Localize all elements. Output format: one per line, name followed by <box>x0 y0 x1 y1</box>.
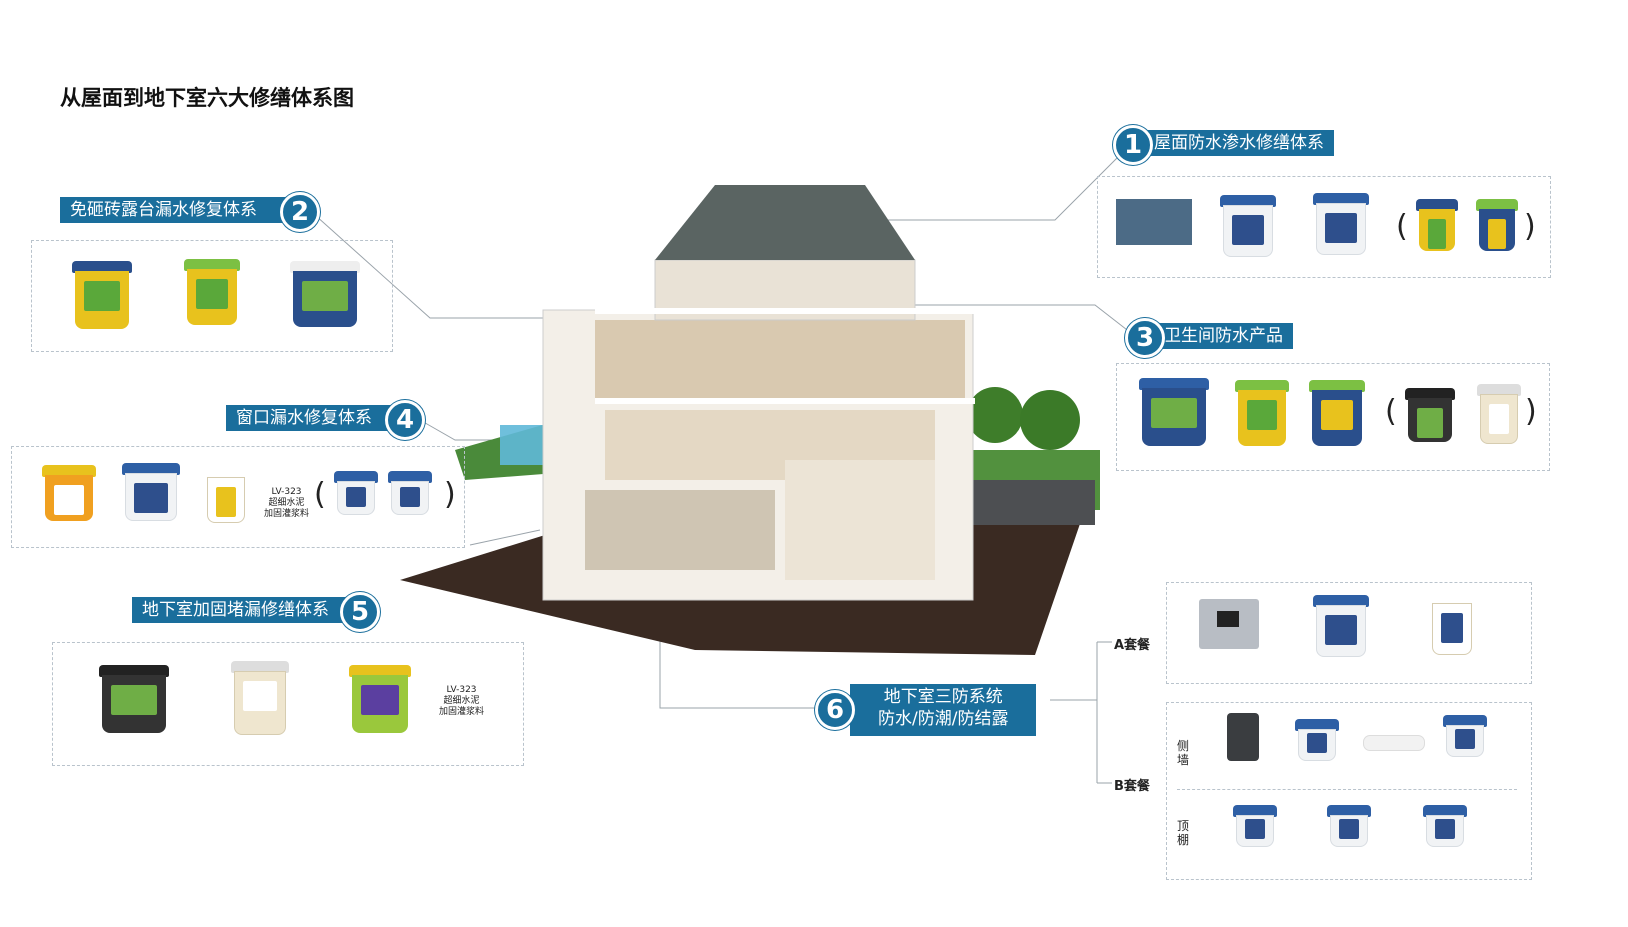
system-6-label-line1: 地下室三防系统 <box>883 687 1003 707</box>
side-wall-label: 侧墙 <box>1177 739 1190 767</box>
package-a-products <box>1166 582 1532 684</box>
system-6-badge: 6 <box>815 690 855 730</box>
product-bucket <box>1423 805 1467 847</box>
product-bucket <box>1327 805 1371 847</box>
bracket-open: ( <box>1385 394 1397 429</box>
dehumidifier-device <box>1227 713 1259 761</box>
product-bucket <box>1476 199 1518 251</box>
product-bucket <box>1405 388 1455 442</box>
product-bucket <box>204 467 248 523</box>
product-bucket <box>1443 715 1487 757</box>
membrane-roll <box>1363 735 1425 751</box>
system-6-label-line2: 防水/防潮/防结露 <box>878 709 1009 729</box>
system-2-label: 免砸砖露台漏水修复体系 <box>60 197 297 223</box>
house-cutaway-illustration <box>400 185 1100 655</box>
system-3-products: ( ) <box>1116 363 1550 471</box>
system-2-products <box>31 240 393 352</box>
product-bucket <box>1416 199 1458 251</box>
product-bucket <box>388 471 432 515</box>
bracket-open: ( <box>1396 209 1408 244</box>
divider <box>1177 789 1517 790</box>
product-bucket <box>1477 384 1521 444</box>
system-6-label: 地下室三防系统 防水/防潮/防结露 <box>850 684 1037 736</box>
bracket-close: ) <box>444 477 456 512</box>
system-5-badge: 5 <box>340 592 380 632</box>
bracket-close: ) <box>1525 394 1537 429</box>
product-bucket <box>122 463 180 521</box>
package-b-label: B套餐 <box>1114 779 1150 794</box>
product-bucket <box>1233 805 1277 847</box>
bracket-close: ) <box>1524 209 1536 244</box>
page-title: 从屋面到地下室六大修缮体系图 <box>60 86 354 110</box>
product-bucket <box>334 471 378 515</box>
system-5-label: 地下室加固堵漏修缮体系 <box>132 597 369 623</box>
product-bucket <box>1139 378 1209 446</box>
system-4-badge: 4 <box>385 400 425 440</box>
system-3-label: 卫生间防水产品 <box>1150 323 1293 349</box>
product-bucket <box>1295 719 1339 761</box>
membrane-product <box>1116 199 1192 245</box>
ceiling-label: 顶棚 <box>1177 819 1190 847</box>
product-bucket <box>1429 593 1475 655</box>
product-bucket <box>99 665 169 733</box>
product-bucket <box>1220 195 1276 257</box>
product-bucket <box>1313 595 1369 657</box>
product-bucket <box>349 665 411 733</box>
system-4-label: 窗口漏水修复体系 <box>226 405 412 431</box>
product-bucket <box>290 261 360 327</box>
package-b-products: 侧墙 顶棚 <box>1166 702 1532 880</box>
product-bucket <box>231 661 289 735</box>
system-2-badge: 2 <box>280 192 320 232</box>
system-1-products: ( ) <box>1097 176 1551 278</box>
control-device <box>1199 599 1259 649</box>
product-bucket <box>72 261 132 329</box>
product-bucket <box>1309 380 1365 446</box>
product-bucket <box>184 259 240 325</box>
package-a-label: A套餐 <box>1114 638 1151 653</box>
system-3-badge: 3 <box>1125 318 1165 358</box>
product-bucket <box>42 465 96 521</box>
product-bucket <box>1313 193 1369 255</box>
system-1-label: 屋面防水渗水修缮体系 <box>1140 130 1334 156</box>
bracket-open: ( <box>314 477 326 512</box>
product-bucket <box>1235 380 1289 446</box>
system-1-badge: 1 <box>1113 125 1153 165</box>
